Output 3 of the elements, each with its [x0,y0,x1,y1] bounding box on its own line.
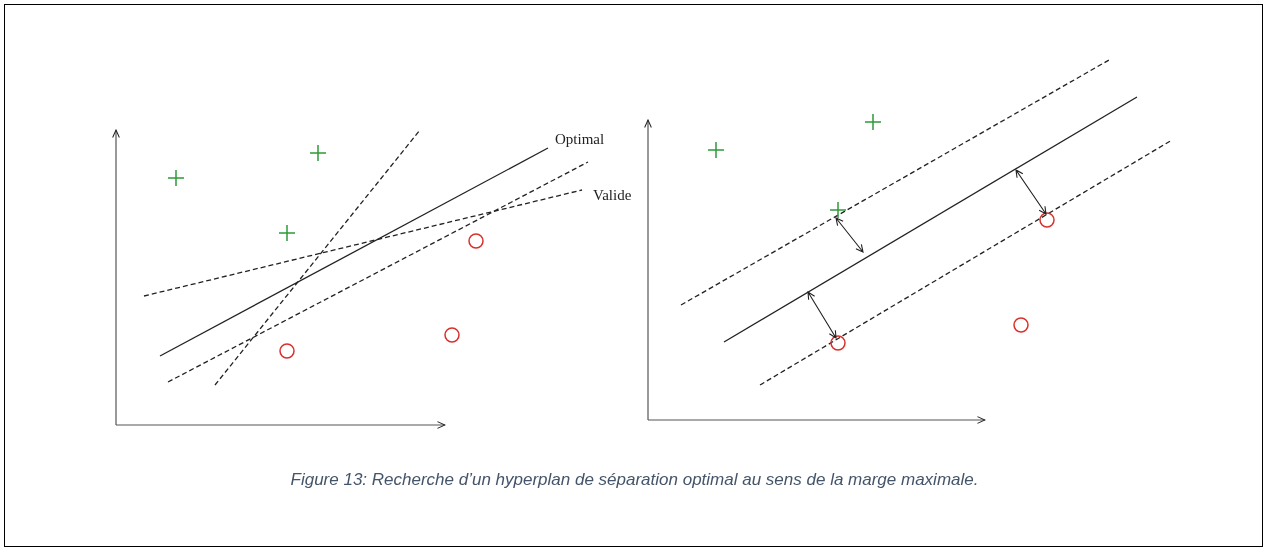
line-label: Optimal [555,132,605,147]
line-label: Valide [593,188,632,203]
figure-caption: Figure 13: Recherche d’un hyperplan de séparation optimal au sens de la marge maximale. [290,470,979,489]
